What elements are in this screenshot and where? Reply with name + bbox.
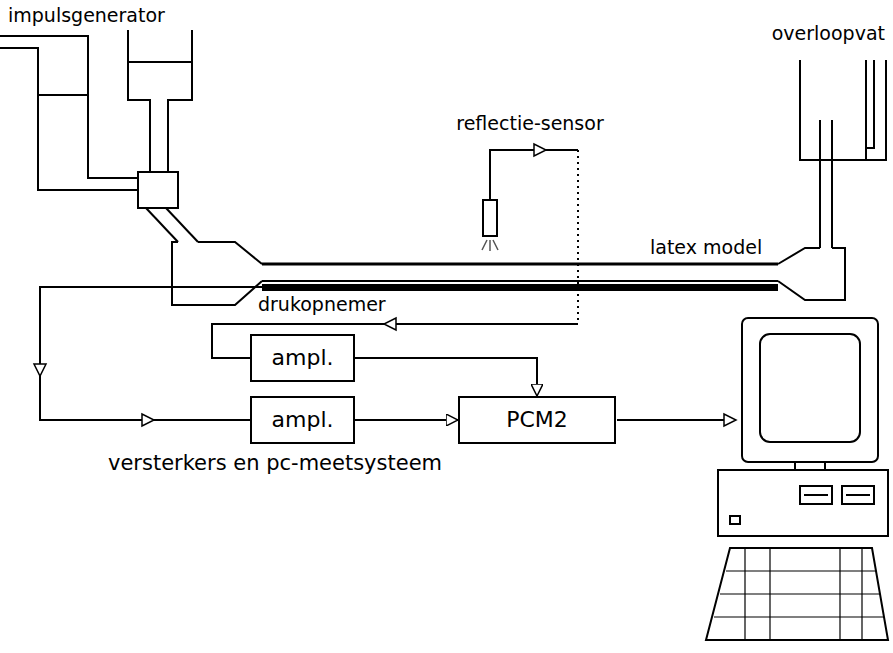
key-row — [714, 571, 884, 617]
part-label: drukopnemer — [258, 293, 386, 315]
part-label: overloopvat — [772, 22, 885, 44]
signal-wire-dotted — [577, 150, 579, 324]
pipe-wall — [166, 208, 198, 242]
part-label: reflectie-sensor — [456, 112, 603, 134]
key-column — [745, 548, 862, 640]
screen — [760, 334, 860, 442]
amplifier-box: ampl. — [250, 396, 355, 444]
system-unit — [718, 470, 888, 536]
power-light — [730, 516, 740, 524]
water-level — [38, 94, 88, 96]
water-level — [128, 61, 192, 63]
light-rays — [482, 240, 498, 251]
monitor — [742, 318, 878, 462]
chamber-wall — [198, 242, 262, 264]
chamber-wall — [172, 242, 262, 305]
pipe-wall — [831, 120, 833, 248]
amplifier-box: PCM2 — [458, 396, 616, 444]
inlet-chamber — [172, 242, 262, 305]
drive-slot — [804, 494, 870, 496]
pipe-wall — [0, 36, 140, 178]
drain-pipe — [866, 60, 886, 160]
pipe-wall — [0, 48, 140, 190]
cylinder-wall — [168, 30, 192, 172]
box-text: PCM2 — [506, 407, 568, 433]
signal-arrow — [34, 364, 46, 376]
overflow-vessel — [800, 60, 866, 160]
output-wire — [617, 414, 736, 426]
part-label: impulsgenerator — [8, 4, 165, 26]
box-text: ampl. — [272, 345, 334, 371]
signal-arrow — [384, 318, 396, 330]
signal-connector — [355, 358, 537, 396]
reflection-sensor — [212, 144, 578, 358]
part-label: latex model — [650, 236, 762, 258]
pipe-wall — [819, 120, 821, 248]
signal-wire — [490, 150, 578, 200]
keyboard — [706, 548, 888, 640]
part-label: versterkers en pc-meetsysteem — [108, 452, 442, 474]
chamber-wall — [778, 248, 845, 300]
monitor-stand — [795, 462, 825, 470]
signal-connector — [355, 419, 458, 421]
drain-pipe — [866, 60, 874, 148]
box-text: ampl. — [272, 407, 334, 433]
signal-wire — [40, 287, 450, 420]
outlet-chamber — [778, 60, 886, 300]
tube-wall — [262, 263, 778, 266]
impulse-cylinder — [128, 30, 198, 242]
valve-box — [138, 172, 178, 208]
sensor-body — [483, 200, 497, 236]
pipe-wall — [146, 208, 178, 242]
signal-arrow — [534, 144, 546, 156]
left-reservoir — [0, 36, 140, 190]
chamber-wall — [778, 248, 820, 264]
pressure-wire — [34, 287, 450, 426]
tube-wall — [262, 280, 778, 282]
amplifier-box: ampl. — [250, 334, 355, 382]
signal-wire — [617, 419, 724, 421]
signal-arrow — [142, 414, 154, 426]
signal-arrow — [724, 414, 736, 426]
computer-icon — [706, 318, 888, 640]
cylinder-wall — [128, 30, 150, 172]
